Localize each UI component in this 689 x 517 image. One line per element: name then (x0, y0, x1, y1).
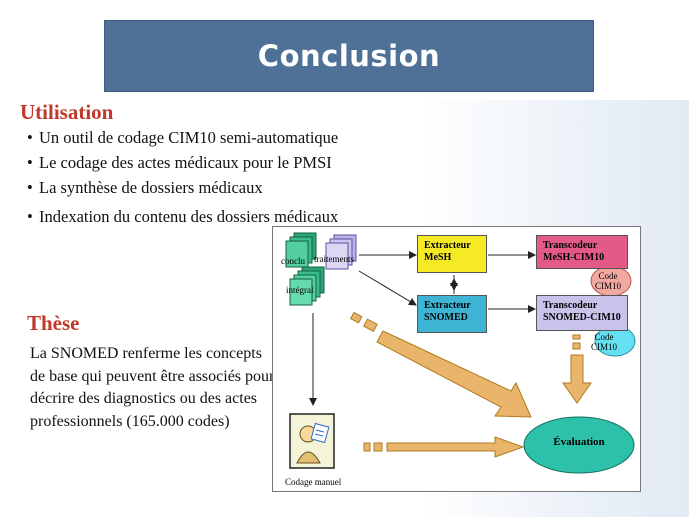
list-item: • Le codage des actes médicaux pour le PM… (27, 151, 338, 176)
transcodeur-snomed-box: Transcodeur SNOMED-CIM10 (536, 295, 628, 331)
evaluation-label: Évaluation (553, 436, 605, 448)
list-item: • Un outil de codage CIM10 semi-automatiq… (27, 126, 338, 151)
bullet-icon: • (27, 153, 33, 172)
list-item-text: Un outil de codage CIM10 semi-automatiqu… (39, 128, 339, 147)
these-heading: Thèse (27, 311, 80, 335)
utilisation-list: • Un outil de codage CIM10 semi-automatiq… (27, 126, 338, 230)
block-arrow-manual-icon (363, 436, 525, 458)
extracteur-snomed-box: Extracteur SNOMED (417, 295, 487, 333)
code-label-2-line1: Code (594, 332, 614, 342)
code-label-1: Code CIM10 (593, 271, 623, 291)
extracteur-mesh-box: Extracteur MeSH (417, 235, 487, 273)
manual-coder-icon (289, 413, 335, 469)
transcodeur-mesh-box: Transcodeur MeSH-CIM10 (536, 235, 628, 269)
utilisation-heading: Utilisation (20, 100, 114, 124)
page-title: Conclusion (257, 39, 441, 73)
list-item: • La synthèse de dossiers médicaux (27, 176, 338, 201)
doc-label-traitements: traitements (314, 254, 354, 264)
doc-stack-conclu-icon (285, 232, 317, 268)
extracteur-mesh-title: Extracteur (424, 240, 471, 251)
list-item-text: Indexation du contenu des dossiers médic… (39, 207, 339, 226)
doc-label-conclu: conclu (281, 256, 305, 266)
workflow-diagram: conclu traitements intégral Extracteur M… (272, 226, 641, 492)
extracteur-snomed-title: Extracteur (424, 300, 471, 311)
list-item: • Indexation du contenu des dossiers médi… (27, 205, 338, 230)
evaluation-ellipse (523, 416, 635, 474)
bullet-icon: • (27, 207, 33, 226)
list-item-text: Le codage des actes médicaux pour le PMS… (39, 153, 332, 172)
bullet-icon: • (27, 128, 33, 147)
code-label-1-line2: CIM10 (594, 281, 621, 291)
code-label-1-line1: Code (598, 271, 618, 281)
transcodeur-mesh-subtitle: MeSH-CIM10 (543, 252, 605, 263)
title-bar: Conclusion (104, 20, 594, 92)
extracteur-mesh-subtitle: MeSH (424, 252, 452, 263)
transcodeur-snomed-title: Transcodeur (543, 300, 598, 311)
these-text: La SNOMED renferme les concepts de base … (30, 345, 275, 430)
code-label-2-line2: CIM10 (590, 342, 617, 352)
extracteur-snomed-subtitle: SNOMED (424, 312, 468, 323)
transcodeur-mesh-title: Transcodeur (543, 240, 598, 251)
doc-stack-integral-icon (289, 266, 325, 306)
codage-manuel-label: Codage manuel (285, 477, 342, 487)
list-item-text: La synthèse de dossiers médicaux (39, 178, 263, 197)
diagram-connectors (285, 232, 636, 474)
code-label-2: Code CIM10 (589, 332, 619, 352)
block-arrow-transcodeur-icon (562, 334, 592, 404)
doc-label-integral: intégral (286, 285, 314, 295)
block-arrow-docs-icon (349, 311, 532, 418)
doc-stack-traitements-icon (325, 234, 357, 270)
bullet-icon: • (27, 178, 33, 197)
transcodeur-snomed-subtitle: SNOMED-CIM10 (543, 312, 621, 323)
